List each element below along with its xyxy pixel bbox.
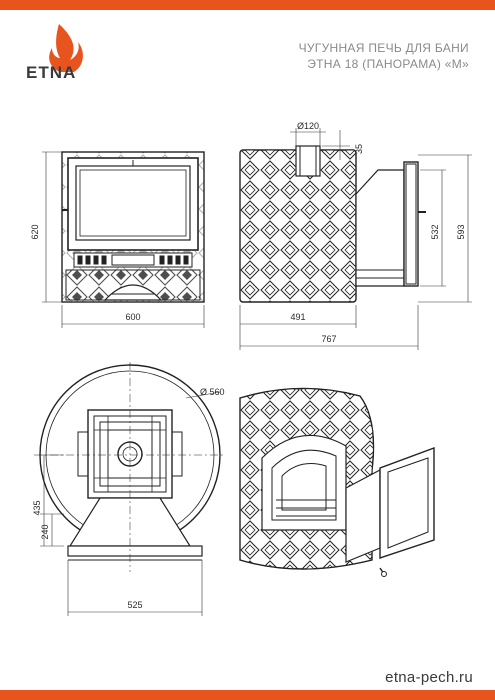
title-line-2: ЭТНА 18 (ПАНОРАМА) «М» — [307, 57, 469, 71]
dim-side-depth: 491 — [290, 312, 305, 322]
dim-top-height-435: 435 — [32, 500, 42, 515]
dim-side-height: 593 — [456, 224, 466, 239]
website-link[interactable]: etna-pech.ru — [385, 669, 473, 686]
dim-front-width: 600 — [125, 312, 140, 322]
top-view — [34, 362, 226, 572]
dim-side-total: 767 — [321, 334, 336, 344]
dim-door-height: 532 — [430, 224, 440, 239]
dim-top-width: 525 — [127, 600, 142, 610]
dim-top-height-240: 240 — [40, 524, 50, 539]
dim-flue-offset: 35 — [354, 144, 364, 154]
page-title: ЧУГУННАЯ ПЕЧЬ ДЛЯ БАНИ ЭТНА 18 (ПАНОРАМА… — [299, 40, 469, 72]
front-dimension-lines — [42, 151, 205, 328]
side-view — [239, 145, 426, 303]
brand-name: ETNA — [26, 63, 77, 82]
isometric-view — [239, 387, 435, 577]
side-dimension-lines — [239, 128, 472, 350]
dim-flue-diameter: Ø120 — [297, 121, 319, 131]
front-view — [61, 151, 205, 303]
dim-circle-diameter: Ø 560 — [200, 387, 225, 397]
dim-front-height: 620 — [30, 224, 40, 239]
flame-icon — [49, 24, 83, 72]
title-line-1: ЧУГУННАЯ ПЕЧЬ ДЛЯ БАНИ — [298, 41, 469, 55]
top-dimension-lines — [40, 391, 221, 616]
